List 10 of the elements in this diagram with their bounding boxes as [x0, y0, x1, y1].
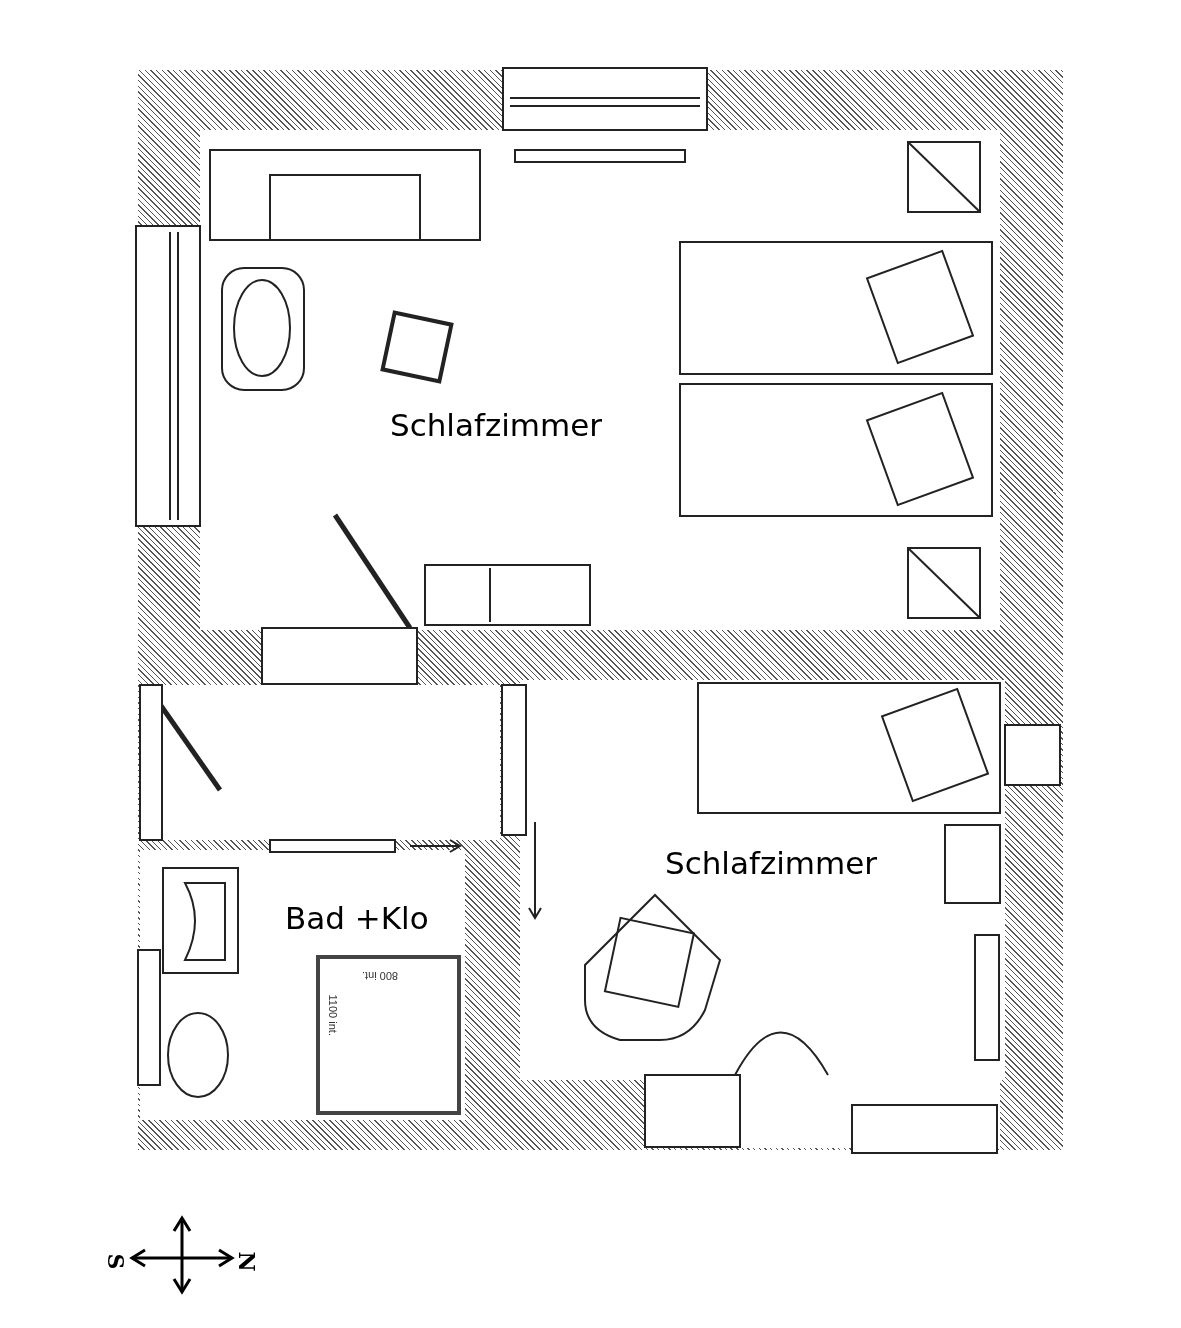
room-label: Bad +Klo [285, 899, 429, 938]
dimension-label: 800 int. [362, 968, 399, 984]
compass-label: S [102, 1253, 131, 1270]
room-floor [140, 850, 465, 1120]
compass-label: N [232, 1251, 261, 1272]
dimension-label: 1100 int. [325, 994, 340, 1036]
room-label: Schlafzimmer [390, 406, 602, 445]
room-floor [200, 130, 1000, 630]
room-label: Schlafzimmer [665, 844, 877, 883]
shower-tray [316, 955, 461, 1115]
